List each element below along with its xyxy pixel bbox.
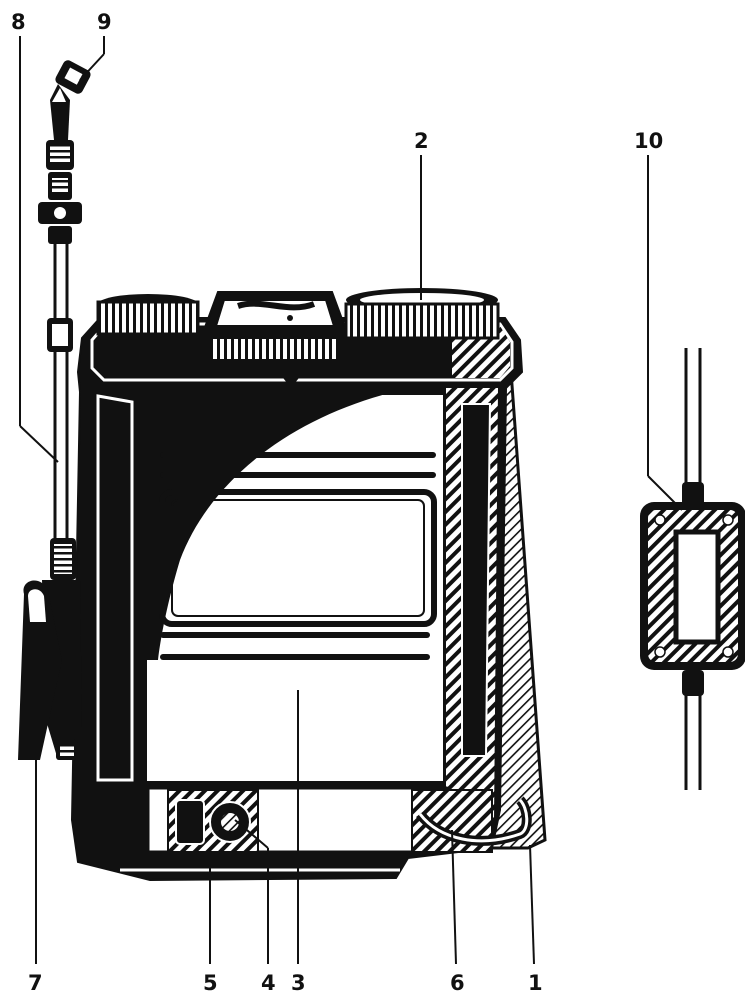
callout-3: 3: [291, 971, 306, 995]
callout-2: 2: [414, 129, 429, 153]
left-cap: [96, 294, 200, 336]
leader-lines: [19, 36, 683, 965]
carry-handle: [203, 291, 347, 388]
callout-4: 4: [261, 971, 276, 995]
callout-7: 7: [28, 971, 43, 995]
spray-lance: [38, 60, 91, 582]
callout-10: 10: [634, 129, 663, 153]
callout-6: 6: [450, 971, 465, 995]
trigger-handle: [18, 538, 82, 760]
callout-8: 8: [11, 10, 26, 34]
callout-9: 9: [97, 10, 112, 34]
pressure-module: [640, 348, 745, 790]
pump-module: [167, 789, 259, 853]
callout-1: 1: [528, 971, 543, 995]
callout-5: 5: [203, 971, 218, 995]
